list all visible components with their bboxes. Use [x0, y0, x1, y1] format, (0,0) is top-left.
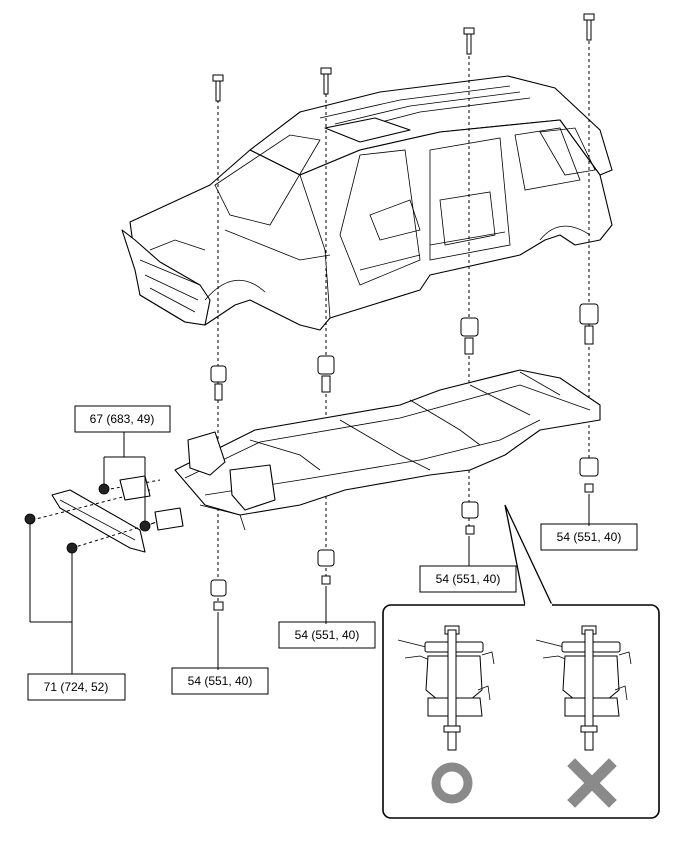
bolt-top-2: [320, 67, 332, 95]
callout-54-second-text: 54 (551, 40): [295, 628, 360, 642]
upper-cushions: [210, 303, 599, 401]
callout-67-text: 67 (683, 49): [90, 412, 155, 426]
callout-54-front-text: 54 (551, 40): [188, 674, 253, 688]
lower-cushions: [210, 457, 599, 611]
correct-mount-stack: [397, 625, 495, 751]
bolt-top-1: [212, 74, 224, 102]
cross-incorrect-icon: [567, 758, 617, 808]
callout-67: 67 (683, 49): [74, 405, 171, 433]
bolt-top-4: [583, 13, 595, 41]
body-mount-bolts-top: [212, 13, 595, 102]
inset-detail: [382, 504, 660, 819]
bolt-top-3: [463, 27, 475, 55]
callout-54-second: 54 (551, 40): [278, 621, 376, 649]
frame: [174, 369, 601, 531]
incorrect-mount-stack: [535, 625, 632, 751]
bumper-reinforcement: [24, 475, 184, 554]
callout-54-rear: 54 (551, 40): [540, 523, 638, 551]
callout-54-third: 54 (551, 40): [419, 565, 517, 593]
callout-71: 71 (724, 52): [27, 673, 126, 701]
leader-lines: [29, 432, 590, 674]
vehicle-body: [121, 75, 613, 331]
callout-54-front: 54 (551, 40): [171, 667, 269, 695]
callout-54-third-text: 54 (551, 40): [436, 572, 501, 586]
circle-correct-icon: [431, 762, 473, 804]
callout-54-rear-text: 54 (551, 40): [557, 530, 622, 544]
callout-71-text: 71 (724, 52): [44, 680, 109, 694]
